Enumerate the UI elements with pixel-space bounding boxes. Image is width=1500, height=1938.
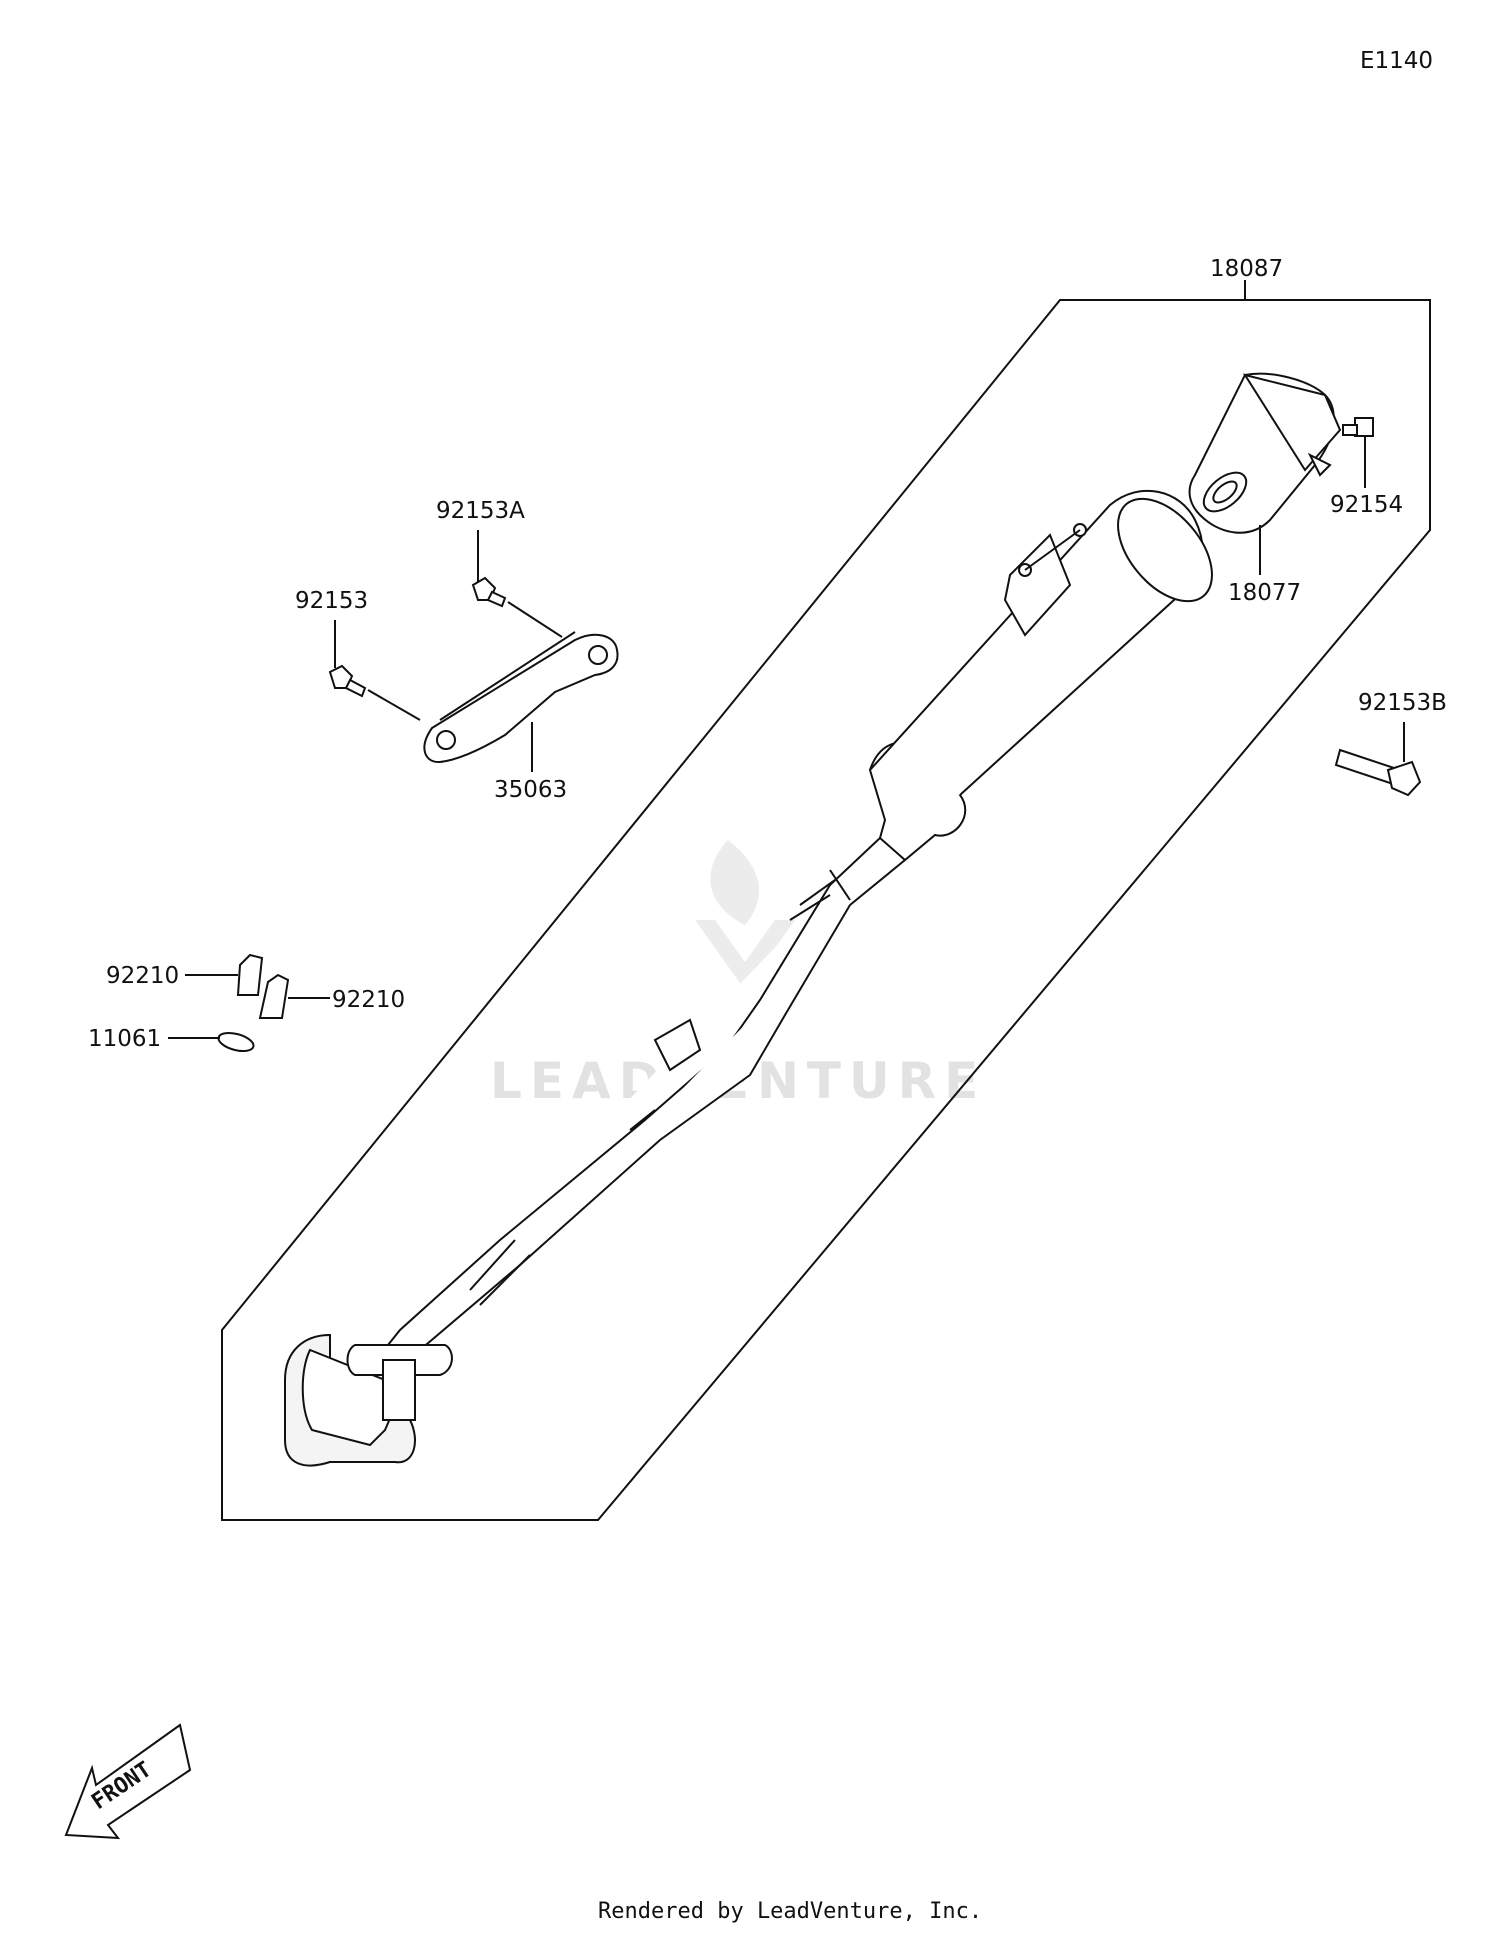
part-label-92210-a[interactable]: 92210: [106, 963, 179, 989]
bracket-35063[interactable]: [423, 631, 619, 764]
part-label-18087[interactable]: 18087: [1210, 256, 1283, 282]
diagram-code: E1140: [1360, 48, 1433, 74]
bolt-92154[interactable]: [1342, 417, 1374, 437]
front-arrow: FRONT: [64, 1723, 192, 1840]
bolt-92153[interactable]: [328, 664, 367, 698]
clip-92210-b[interactable]: [258, 973, 290, 1019]
part-label-11061[interactable]: 11061: [88, 1026, 161, 1052]
muffler-body[interactable]: [868, 482, 1230, 862]
part-label-92153B[interactable]: 92153B: [1358, 690, 1447, 716]
part-label-92153A[interactable]: 92153A: [436, 498, 525, 524]
clip-92210-a[interactable]: [236, 953, 264, 996]
part-label-92153[interactable]: 92153: [295, 588, 368, 614]
header-pipe[interactable]: [284, 837, 906, 1467]
part-label-92210-b[interactable]: 92210: [332, 987, 405, 1013]
part-label-18077[interactable]: 18077: [1228, 580, 1301, 606]
bolt-92153B[interactable]: [1334, 748, 1422, 797]
bolt-92153A[interactable]: [471, 576, 507, 608]
footer-credit: Rendered by LeadVenture, Inc.: [598, 1899, 982, 1924]
silencer-end-cap[interactable]: [1188, 372, 1342, 534]
dash-92153: [367, 689, 421, 721]
part-label-92154[interactable]: 92154: [1330, 492, 1403, 518]
dash-92153A: [507, 601, 563, 638]
assembly-outline: [221, 299, 1431, 1521]
gasket-11061[interactable]: [217, 1030, 256, 1055]
part-label-35063[interactable]: 35063: [494, 777, 567, 803]
